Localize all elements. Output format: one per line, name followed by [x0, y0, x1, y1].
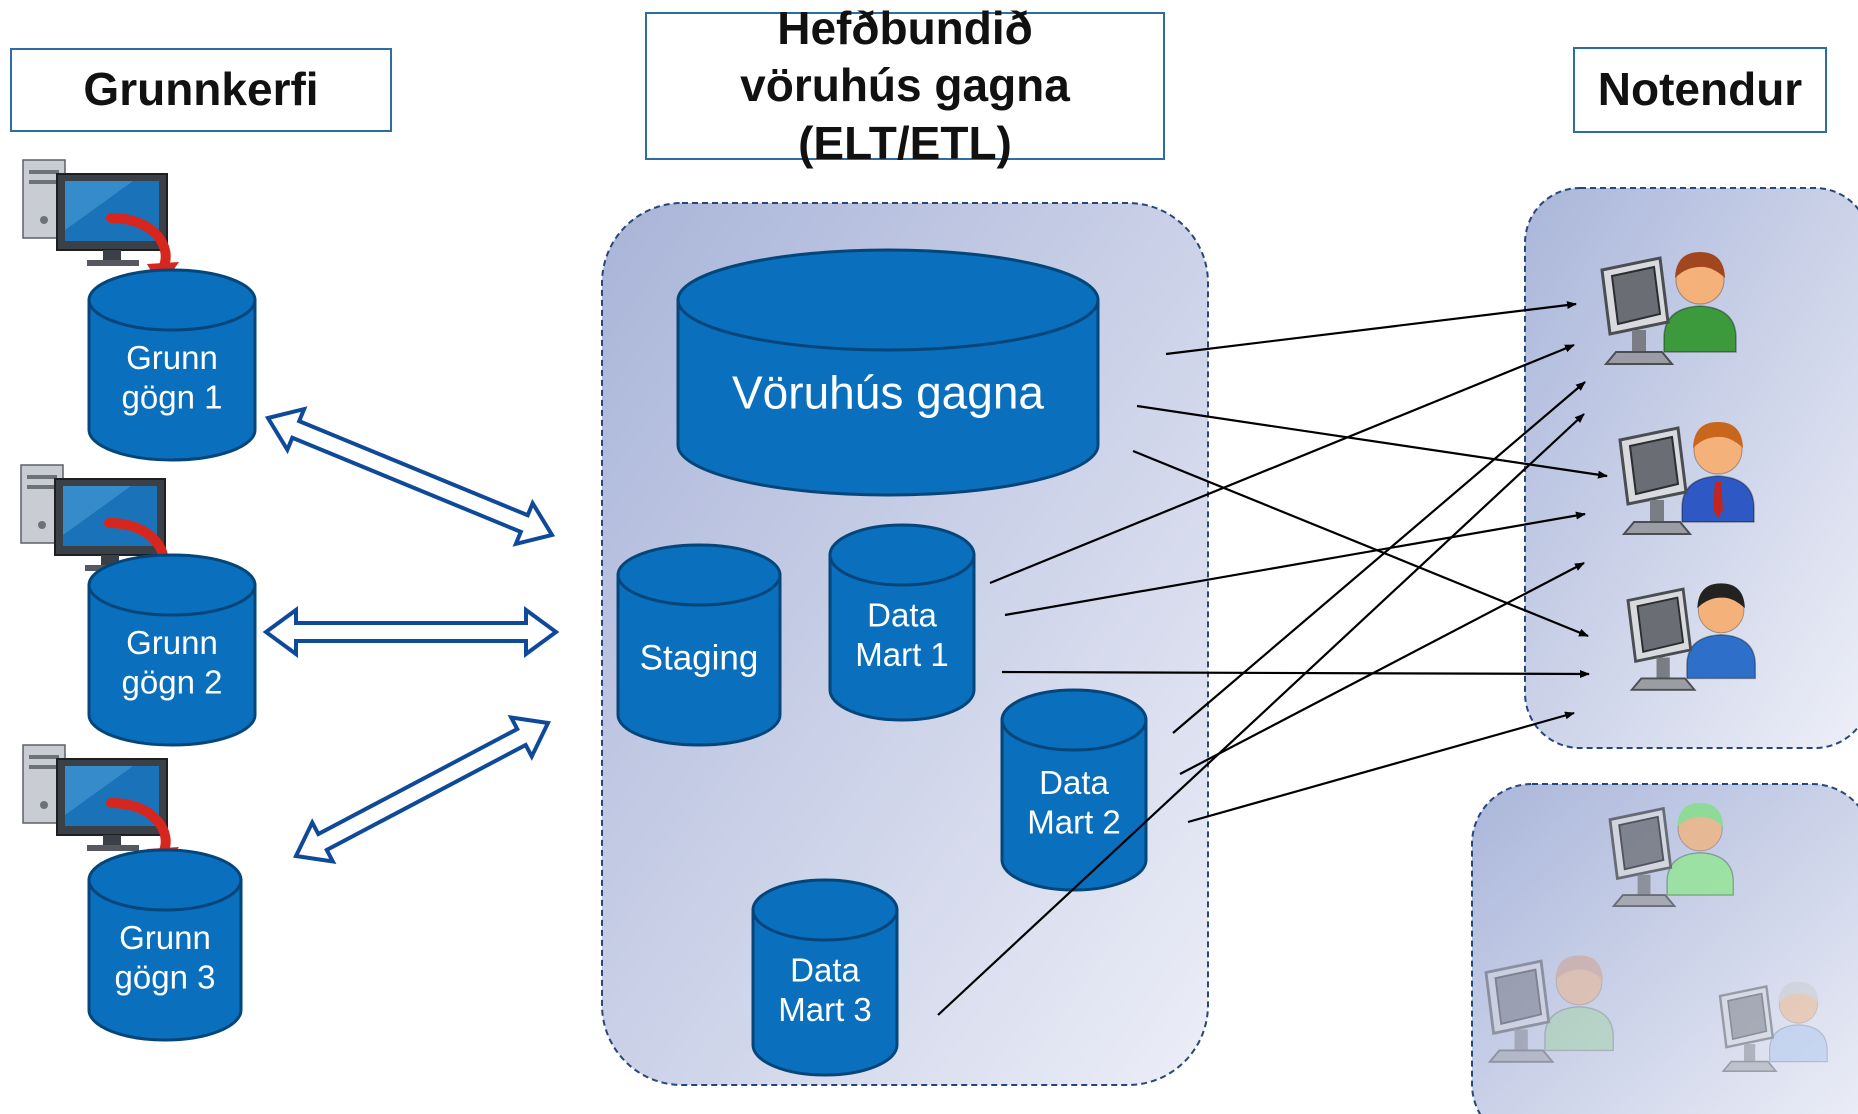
user-at-computer-icon-2: [1618, 422, 1755, 535]
connector-arrow-5: [1004, 511, 1586, 617]
connector-arrow-6: [1001, 669, 1590, 678]
warehouse-db-top: [676, 248, 1100, 352]
computer-icon: [22, 159, 179, 288]
data-mart-3-top: [751, 878, 899, 942]
connector-arrow-1: [1165, 301, 1577, 356]
source-db-2-label-2: gögn 2: [122, 663, 223, 700]
connector-arrow-4: [989, 343, 1575, 585]
user-at-computer-icon-1: [1600, 252, 1737, 365]
data-mart-2-top: [1000, 688, 1148, 752]
user-at-computer-icon-5: [1484, 955, 1615, 1063]
connector-arrow-7: [1172, 381, 1586, 734]
user-at-computer-icon-6: [1718, 981, 1828, 1073]
data-mart-3-label-2: Mart 3: [778, 991, 872, 1028]
warehouse-db-label-1: Vöruhús gagna: [732, 367, 1044, 419]
source-db-3-top: [87, 848, 243, 912]
double-arrow-source-3: [293, 714, 551, 865]
source-db-1-body: [87, 298, 257, 462]
source-db-3-label-1: Grunn: [119, 919, 211, 956]
data-mart-1-label-1: Data: [867, 596, 937, 633]
source-systems-header: Grunnkerfi: [10, 48, 392, 132]
data-mart-1-body: [828, 553, 976, 722]
users-header: Notendur: [1573, 47, 1827, 133]
source-db-2-label-1: Grunn: [126, 624, 218, 661]
data-mart-3-body: [751, 908, 899, 1077]
source-db-3-label-2: gögn 3: [115, 958, 216, 995]
double-arrow-source-2: [262, 606, 560, 658]
data-mart-2-body: [1000, 718, 1148, 892]
staging-db-top: [616, 543, 782, 607]
source-db-2-body: [87, 583, 257, 747]
future-users-panel: [1471, 783, 1858, 1114]
source-db-1-label-2: gögn 1: [122, 378, 223, 415]
users-title: Notendur: [1597, 63, 1803, 116]
staging-db-label-1: Staging: [640, 638, 759, 677]
data-mart-1-label-2: Mart 1: [855, 636, 949, 673]
double-arrow-source-1: [264, 406, 556, 547]
staging-db-body: [616, 573, 782, 747]
warehouse-header: Hefðbundið vöruhús gagna (ELT/ETL): [645, 2, 1165, 169]
data-mart-2-label-1: Data: [1039, 764, 1109, 801]
staging-db: Staging: [616, 543, 782, 747]
warehouse-db-body: [676, 298, 1100, 497]
source-db-2-top: [87, 553, 257, 617]
source-systems-title: Grunnkerfi: [83, 63, 319, 116]
source-db-1-label-1: Grunn: [126, 339, 218, 376]
connector-arrow-9: [1187, 711, 1575, 824]
warehouse-db: Vöruhús gagna: [676, 248, 1100, 497]
computer-icon: [22, 744, 179, 873]
data-mart-3-label-1: Data: [790, 951, 860, 988]
user-at-computer-icon-3: [1626, 583, 1757, 691]
computer-icon: [20, 464, 177, 593]
connector-arrow-10: [937, 413, 1585, 1016]
connector-arrow-3: [1132, 449, 1589, 638]
data-mart-2-label-2: Mart 2: [1027, 803, 1121, 840]
user-at-computer-icon-4: [1608, 803, 1734, 908]
data-mart-1-top: [828, 523, 976, 587]
source-db-3-body: [87, 878, 243, 1042]
warehouse-title: Hefðbundið vöruhús gagna (ELT/ETL): [740, 1, 1070, 169]
source-db-1-top: [87, 268, 257, 332]
connector-arrow-8: [1179, 562, 1585, 775]
